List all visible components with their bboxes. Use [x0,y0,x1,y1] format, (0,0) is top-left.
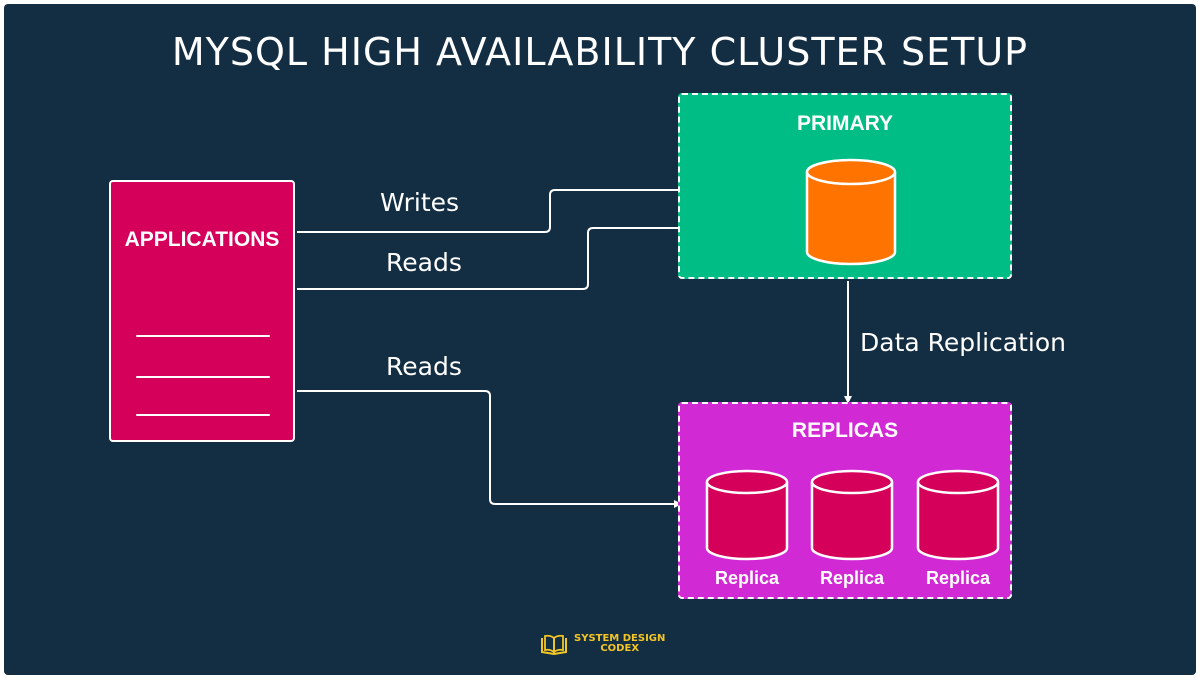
book-icon [541,634,567,655]
primary-box[interactable]: PRIMARY [678,93,1012,279]
applications-label: APPLICATIONS [124,228,280,251]
replication-label: Data Replication [860,328,1066,357]
reads-primary-label: Reads [386,248,462,277]
replicas-box[interactable]: REPLICAS Replica Replica Replica [678,402,1012,599]
reads-replicas-label: Reads [386,352,462,381]
writes-arrow [297,186,807,233]
brand-text: SYSTEM DESIGN CODEX [574,634,665,654]
replica-database-icon [810,469,894,561]
list-line [136,414,270,416]
writes-label: Writes [380,188,460,217]
replica-label: Replica [925,568,991,588]
list-line [136,335,270,337]
brand-logo: SYSTEM DESIGN CODEX [540,633,665,655]
brand-line2: CODEX [600,643,640,654]
replica-label: Replica [714,568,780,588]
replica-label: Replica [819,568,885,588]
brand-line1: SYSTEM DESIGN [574,633,666,644]
applications-box[interactable]: APPLICATIONS [109,180,295,442]
reads-replicas-arrow [297,390,682,508]
replica-database-icon [705,469,789,561]
reads-primary-arrow [297,224,807,290]
replicas-label: REPLICAS [791,419,899,442]
replica-database-icon [916,469,1000,561]
primary-label: PRIMARY [796,112,894,135]
primary-database-icon [805,158,897,266]
list-line [136,376,270,378]
diagram-title: MYSQL HIGH AVAILABILITY CLUSTER SETUP [171,30,1029,74]
